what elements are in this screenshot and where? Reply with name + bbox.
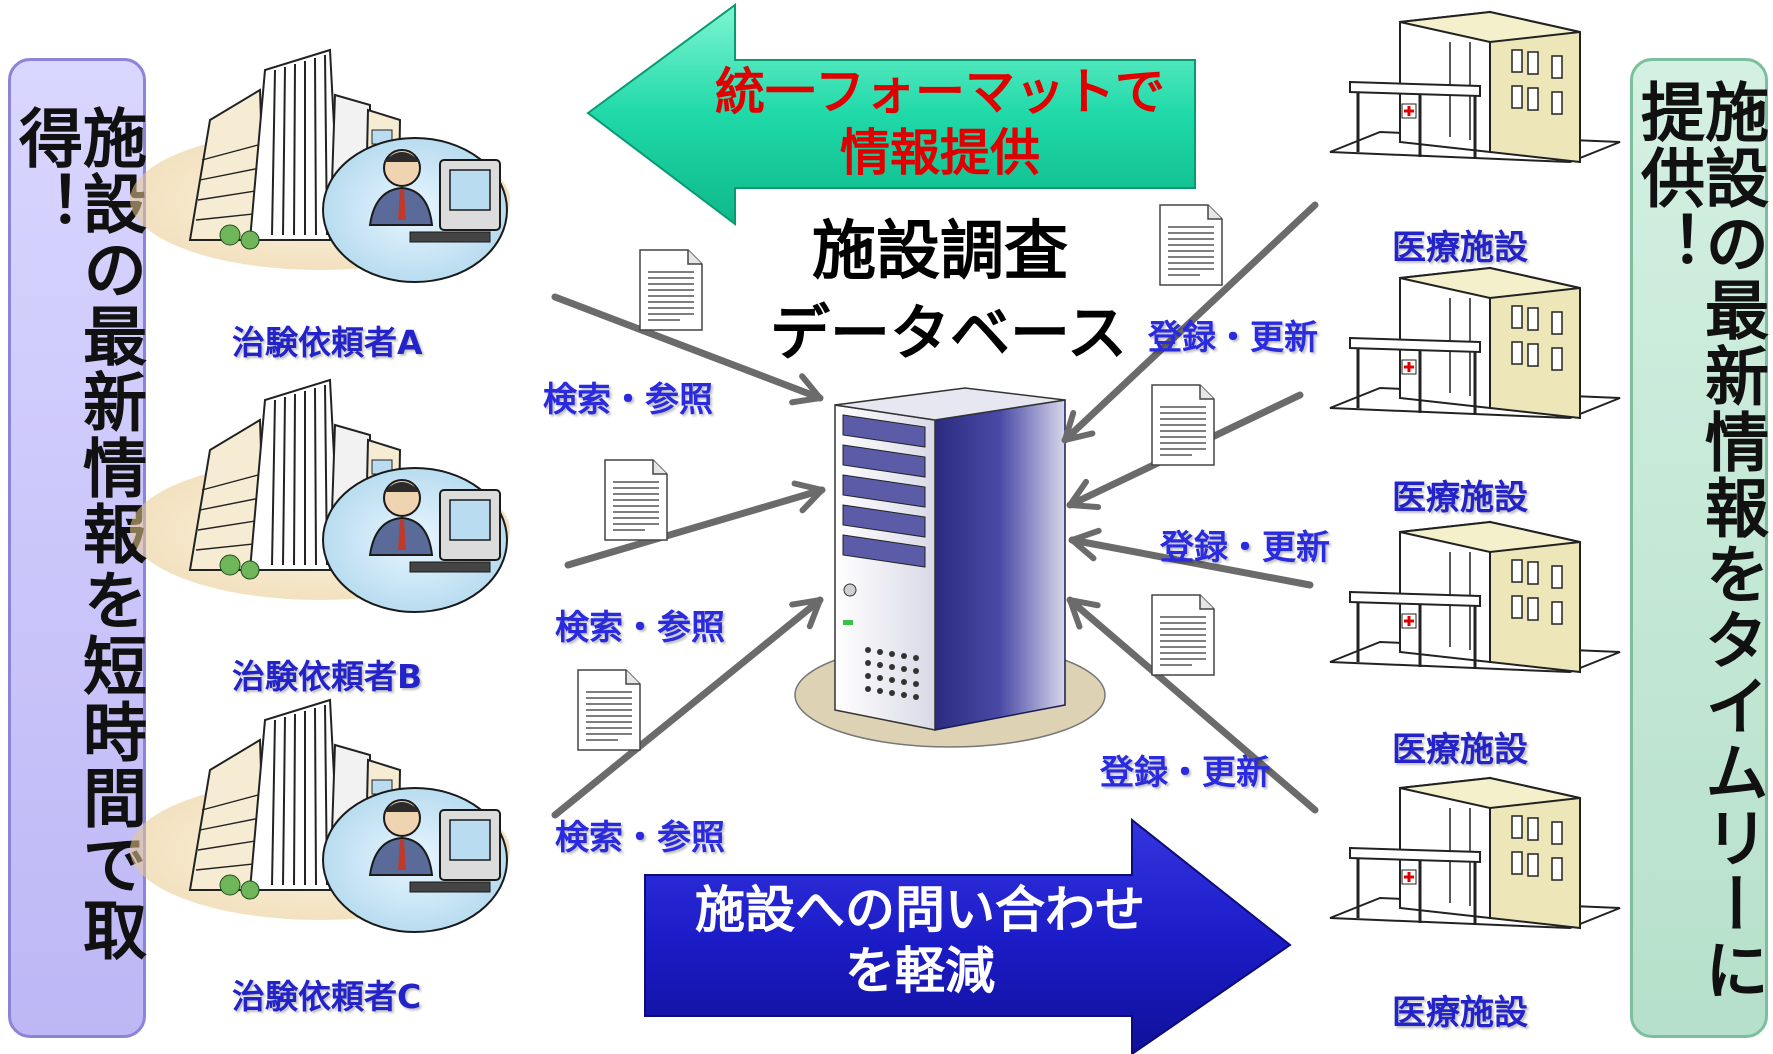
- facility-3-illustration: [1328, 520, 1622, 674]
- facility-1-illustration: [1328, 10, 1622, 164]
- facility-4-label: 医療施設: [1392, 993, 1528, 1033]
- document-icon: [1151, 594, 1215, 676]
- top-arrow-line2: 情報提供: [840, 124, 1040, 182]
- left-benefit-panel: 施設の最新情報を短時間で取得！: [8, 58, 146, 1038]
- bottom-arrow-line2: を軽減: [845, 942, 995, 1000]
- connector-facility-4: [1066, 596, 1319, 814]
- connector-facility-1: [1061, 201, 1319, 444]
- top-arrow-text: 統一フォーマットで 情報提供: [700, 62, 1180, 184]
- facility-1-label: 医療施設: [1392, 228, 1528, 268]
- document-icon: [1151, 384, 1215, 466]
- requester-c-illustration: [129, 699, 511, 933]
- requester-c-label: 治験依頼者C: [232, 977, 422, 1016]
- search-label-2: 検索・参照: [555, 608, 725, 648]
- requester-a-label: 治験依頼者A: [232, 323, 423, 362]
- connector-requester-c: [551, 596, 824, 819]
- bottom-arrow-line1: 施設への問い合わせ: [695, 881, 1145, 939]
- requester-b-illustration: [129, 379, 511, 613]
- top-arrow-shape: [586, 3, 1196, 227]
- right-benefit-panel: 施設の最新情報をタイムリーに提供！: [1630, 58, 1768, 1038]
- facility-3-label: 医療施設: [1392, 730, 1528, 770]
- right-benefit-text: 施設の最新情報をタイムリーに提供！: [1630, 79, 1768, 1003]
- document-icon: [1159, 204, 1223, 286]
- search-label-3: 検索・参照: [555, 818, 725, 858]
- document-icon: [604, 459, 668, 541]
- update-label-1: 登録・更新: [1148, 318, 1318, 358]
- document-icon: [577, 669, 641, 751]
- facility-2-illustration: [1328, 266, 1622, 420]
- top-arrow-line1: 統一フォーマットで: [715, 63, 1165, 121]
- facility-4-illustration: [1328, 776, 1622, 930]
- facility-2-label: 医療施設: [1392, 478, 1528, 518]
- update-label-3: 登録・更新: [1100, 753, 1270, 793]
- connector-requester-a: [551, 293, 824, 406]
- database-server-icon: [794, 387, 1106, 748]
- requester-b-label: 治験依頼者B: [232, 657, 423, 696]
- bottom-arrow-text: 施設への問い合わせ を軽減: [650, 880, 1190, 1002]
- document-icon: [639, 249, 703, 331]
- bottom-arrow-shape: [644, 817, 1292, 1054]
- database-subtitle: データベース: [770, 299, 1127, 369]
- connector-requester-b: [564, 480, 826, 569]
- update-label-2: 登録・更新: [1160, 528, 1330, 568]
- connector-facility-3: [1068, 527, 1314, 589]
- search-label-1: 検索・参照: [543, 380, 713, 420]
- database-title: 施設調査: [812, 215, 1068, 289]
- requester-a-illustration: [129, 49, 511, 283]
